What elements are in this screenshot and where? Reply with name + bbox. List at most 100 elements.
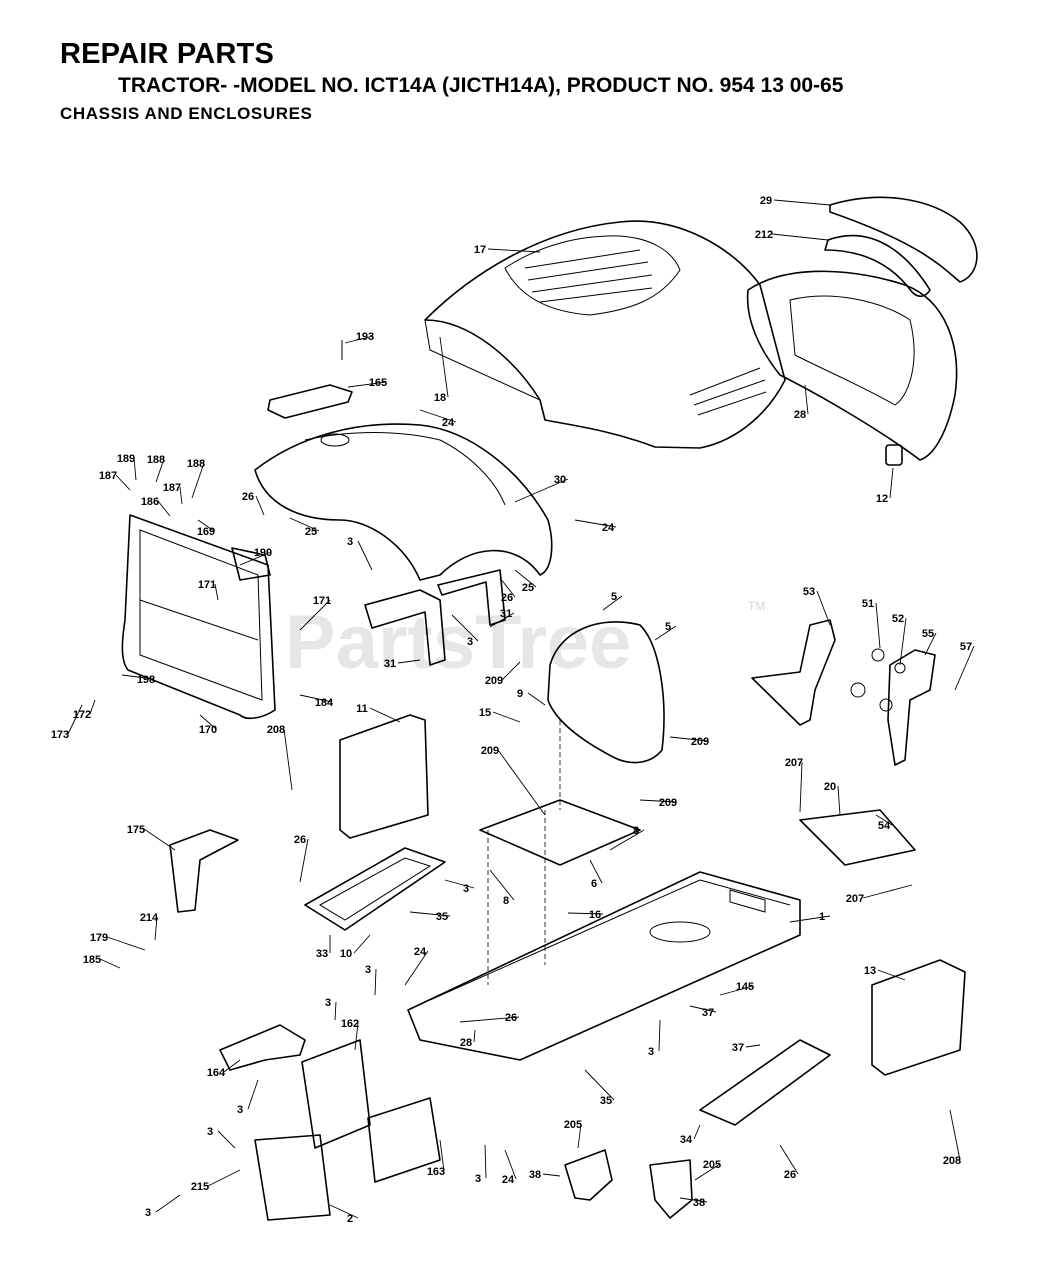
part-grille-trim [824, 196, 978, 298]
callout-171: 171 [299, 595, 331, 631]
callout-163: 163 [427, 1139, 445, 1178]
leader-line [889, 467, 894, 499]
callout-51: 51 [862, 598, 881, 649]
callout-label: 12 [876, 493, 888, 505]
leader-line [133, 457, 137, 481]
callout-33: 33 [316, 935, 331, 960]
callout-label: 214 [140, 912, 159, 924]
callout-164: 164 [207, 1059, 241, 1079]
part-footrest-34 [699, 1039, 831, 1126]
callout-190: 190 [239, 547, 272, 566]
callout-175: 175 [127, 824, 176, 851]
callout-145: 145 [719, 981, 754, 996]
leader-line [89, 699, 96, 715]
callout-label: 16 [589, 909, 601, 921]
callout-label: 55 [922, 628, 934, 640]
callout-label: 209 [691, 736, 709, 748]
part-pedal-right [649, 1159, 693, 1219]
part-dash-cover [547, 621, 665, 764]
leader-line [492, 711, 521, 723]
watermark-text: PartsTree [285, 600, 631, 685]
callout-3: 3 [207, 1126, 236, 1149]
callout-165: 165 [347, 377, 387, 389]
callout-label: 17 [474, 244, 486, 256]
leader-line [577, 1123, 582, 1149]
callout-26: 26 [294, 834, 309, 883]
callout-label: 33 [316, 948, 328, 960]
callout-208: 208 [267, 724, 293, 791]
leader-line [199, 714, 217, 730]
leader-line [497, 749, 546, 816]
leader-line [157, 500, 171, 517]
leader-line [255, 495, 265, 516]
callout-label: 188 [147, 454, 165, 466]
leader-line [771, 233, 829, 241]
leader-line [799, 761, 803, 813]
callout-28: 28 [794, 384, 809, 421]
leader-line [197, 519, 215, 532]
callout-170: 170 [199, 714, 217, 736]
callout-label: 38 [529, 1169, 541, 1181]
callout-55: 55 [922, 628, 937, 656]
callout-24: 24 [419, 409, 457, 429]
leader-line [719, 985, 754, 996]
leader-line [191, 462, 205, 499]
callout-162: 162 [341, 1018, 359, 1051]
callout-label: 34 [680, 1134, 693, 1146]
callout-25: 25 [514, 569, 537, 594]
callout-35: 35 [584, 1069, 615, 1107]
callout-15: 15 [479, 707, 521, 723]
callout-3: 3 [444, 879, 475, 895]
callout-label: 15 [479, 707, 491, 719]
callout-24: 24 [502, 1149, 517, 1186]
callout-label: 13 [864, 965, 876, 977]
leader-line [214, 583, 219, 601]
callout-label: 37 [732, 1042, 744, 1054]
callout-11: 11 [356, 703, 401, 723]
leader-line [299, 838, 309, 883]
callout-label: 6 [591, 878, 597, 890]
callout-label: 26 [294, 834, 306, 846]
callout-1: 1 [789, 911, 831, 923]
leader-line [299, 694, 333, 703]
leader-line [658, 1019, 661, 1052]
leader-line [473, 1029, 476, 1043]
leader-line [334, 1001, 337, 1021]
leader-line [344, 335, 374, 344]
leader-line [669, 736, 709, 742]
callout-label: 169 [197, 526, 215, 538]
watermark-tm: TM [748, 599, 765, 613]
callout-label: 53 [803, 586, 815, 598]
callout-37: 37 [689, 1005, 717, 1019]
callout-24: 24 [404, 946, 429, 986]
leader-line [329, 1204, 359, 1219]
callout-label: 3 [475, 1173, 481, 1185]
callout-3: 3 [475, 1144, 487, 1185]
leader-line [514, 478, 569, 503]
callout-label: 171 [198, 579, 216, 591]
leader-line [217, 1130, 236, 1149]
callout-37: 37 [732, 1042, 761, 1054]
callout-label: 20 [824, 781, 836, 793]
leader-line [654, 625, 677, 641]
callout-209: 209 [485, 661, 521, 687]
leader-line [689, 1005, 717, 1013]
leader-line [154, 916, 158, 941]
callout-12: 12 [876, 467, 894, 505]
callout-35: 35 [409, 911, 451, 923]
part-bracket-190 [231, 547, 271, 581]
leader-line [489, 869, 515, 901]
callout-label: 205 [564, 1119, 582, 1131]
leader-line [353, 934, 371, 954]
callout-label: 187 [163, 482, 181, 494]
callout-label: 3 [365, 964, 371, 976]
leader-line [397, 659, 421, 664]
callout-label: 185 [83, 954, 101, 966]
leader-line [155, 458, 165, 483]
callout-53: 53 [803, 586, 831, 626]
callout-label: 25 [522, 582, 534, 594]
callout-3: 3 [648, 1019, 661, 1058]
callout-208: 208 [943, 1109, 961, 1167]
callout-label: 193 [356, 331, 374, 343]
callout-label: 35 [436, 911, 448, 923]
